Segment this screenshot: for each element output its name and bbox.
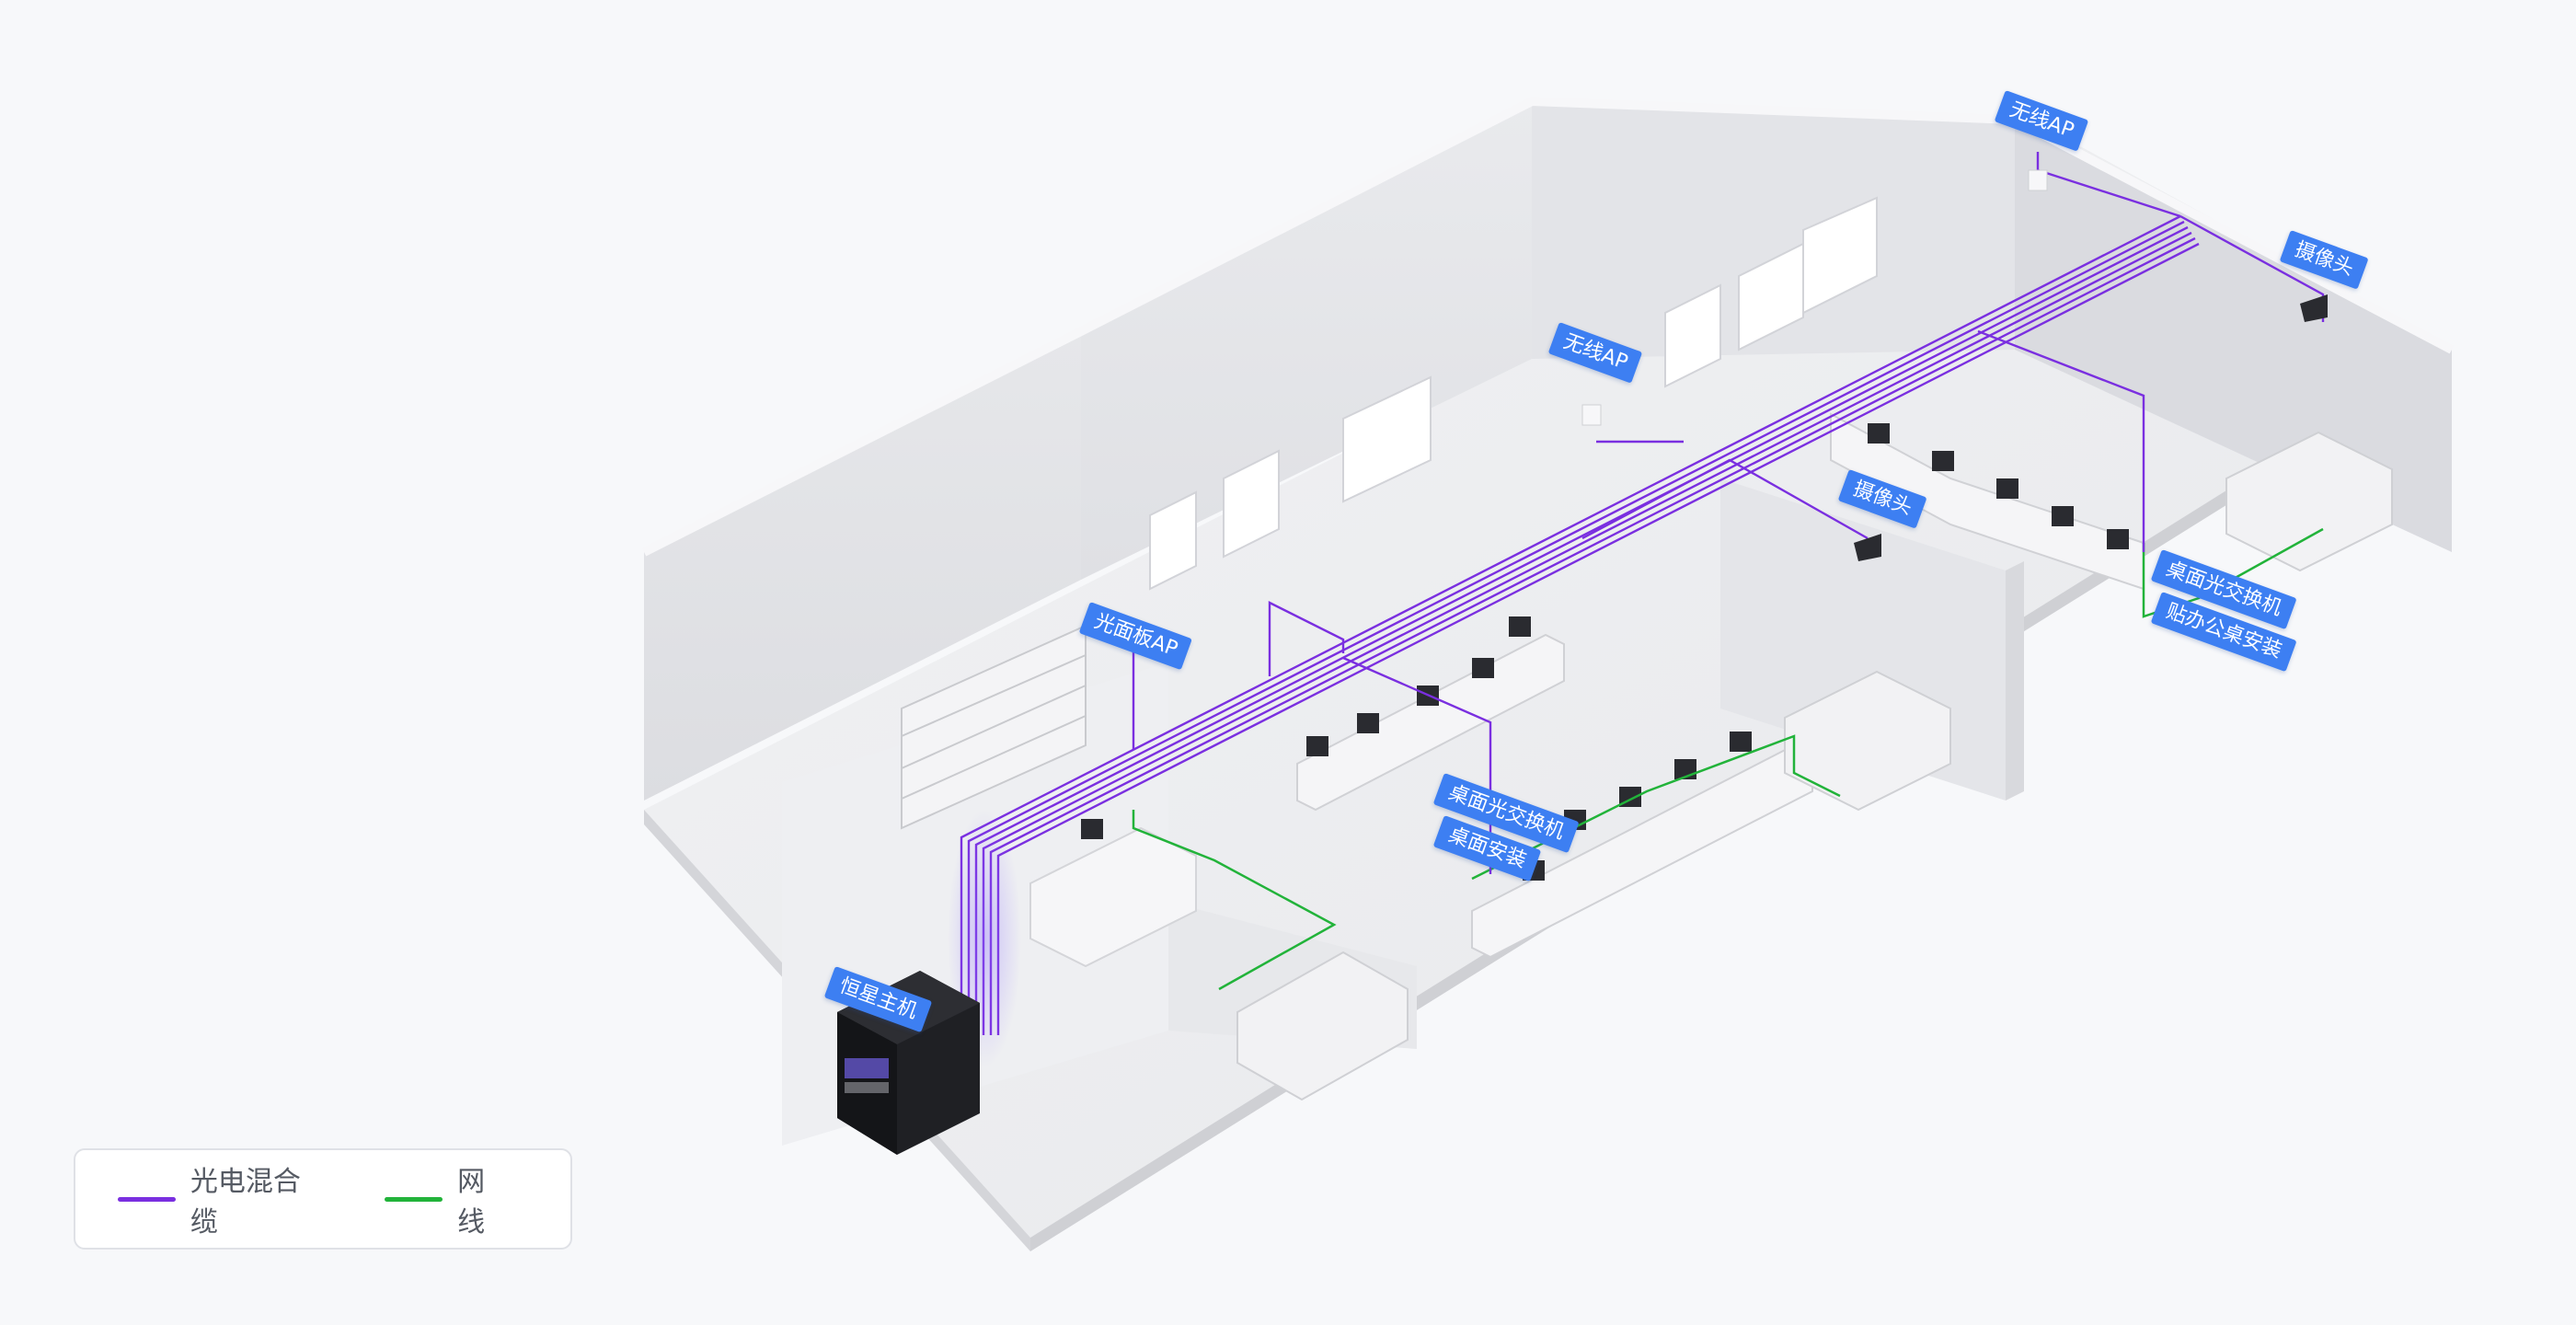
camera-mid-device xyxy=(1854,534,1881,561)
legend: 光电混合缆 网线 xyxy=(74,1148,572,1250)
back-wall-right xyxy=(1532,101,2015,359)
legend-item-hybrid-cable: 光电混合缆 xyxy=(118,1158,326,1239)
legend-swatch-network-cable xyxy=(385,1196,443,1202)
legend-label-network-cable: 网线 xyxy=(457,1166,486,1239)
legend-label-hybrid-cable: 光电混合缆 xyxy=(190,1166,301,1239)
camera-right-device xyxy=(2300,294,2328,322)
ap-top-device xyxy=(2028,169,2048,191)
windows xyxy=(1149,196,1878,591)
wall-top-cap xyxy=(641,96,2455,557)
back-wall-left xyxy=(644,331,1081,801)
back-wall-mid xyxy=(1081,101,1532,580)
cabinets xyxy=(1236,431,2393,1101)
partition-wall-right xyxy=(2006,561,2024,801)
legend-item-network-cable: 网线 xyxy=(385,1158,512,1239)
ap-mid-device xyxy=(1581,404,1602,426)
legend-swatch-hybrid-cable xyxy=(118,1196,176,1202)
monitors-right xyxy=(1868,423,2129,549)
reception-desk xyxy=(1029,826,1197,968)
